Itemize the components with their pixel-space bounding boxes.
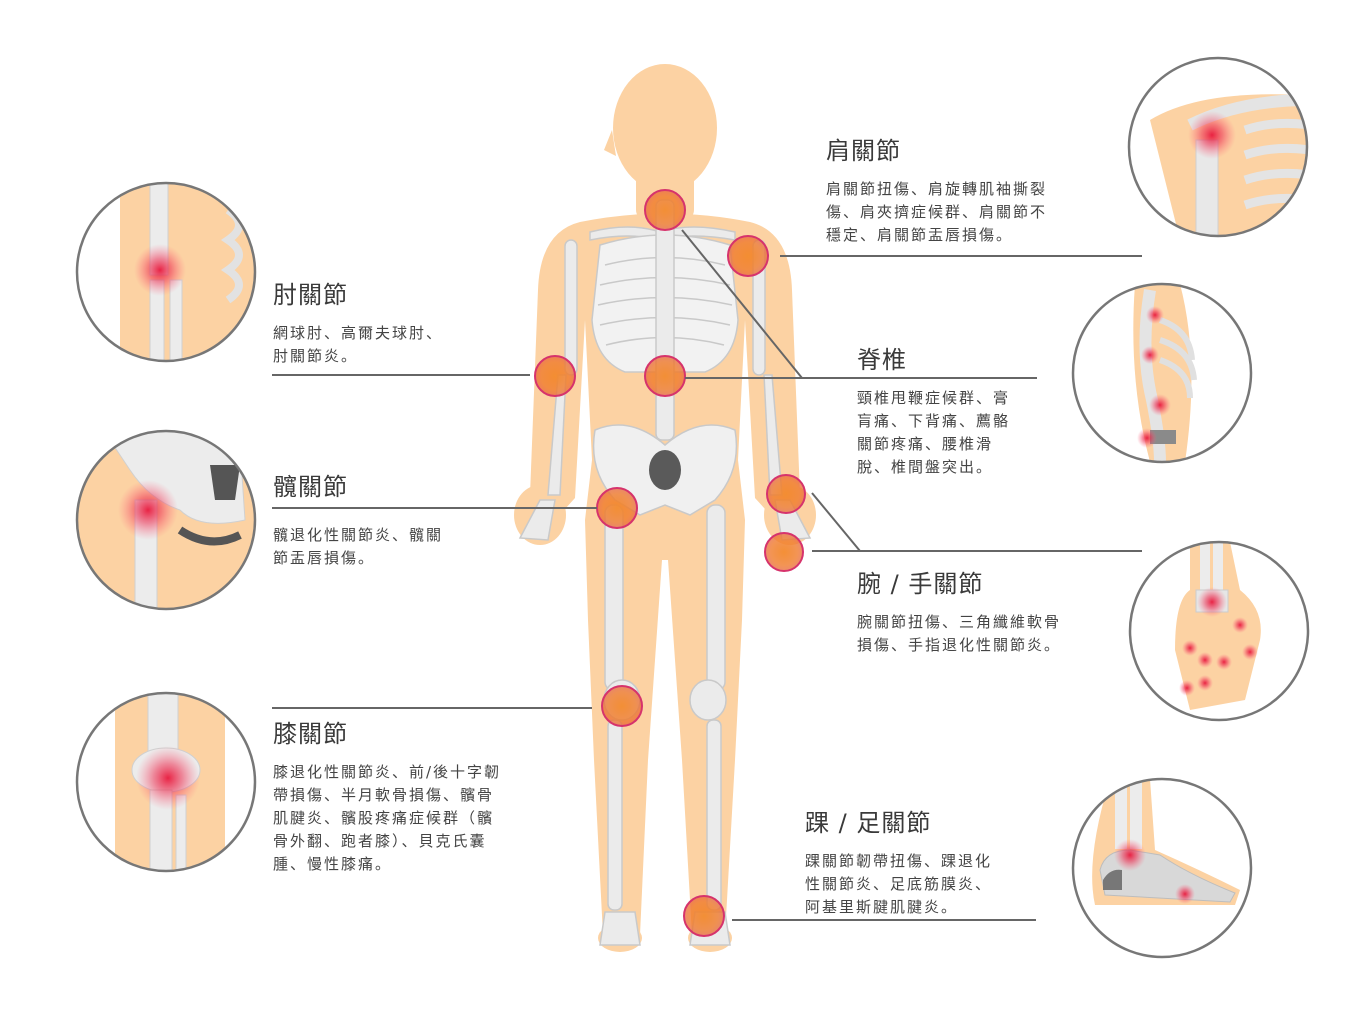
label-shoulder: 肩關節 肩關節扭傷、肩旋轉肌袖撕裂 傷、肩夾擠症候群、肩關節不 穩定、肩關節盂唇… — [826, 131, 1126, 247]
ankle-desc-line: 踝關節韌帶扭傷、踝退化 — [805, 852, 993, 870]
body-marker-neck — [644, 189, 686, 231]
elbow-desc: 網球肘、高爾夫球肘、 肘關節炎。 — [273, 322, 523, 368]
knee-title: 膝關節 — [273, 720, 348, 748]
elbow-desc-line: 肘關節炎。 — [273, 347, 359, 365]
knee-desc: 膝退化性關節炎、前/後十字韌 帶損傷、半月軟骨損傷、髕骨 肌腱炎、髕股疼痛症候群… — [273, 761, 563, 876]
label-elbow: 肘關節 網球肘、高爾夫球肘、 肘關節炎。 — [273, 275, 523, 368]
knee-desc-line: 骨外翻、跑者膝）、貝克氏囊 — [273, 832, 487, 850]
spine-desc-line: 肓痛、下背痛、薦骼 — [857, 412, 1011, 430]
label-wrist: 腕 / 手關節 腕關節扭傷、三角纖維軟骨 損傷、手指退化性關節炎。 — [857, 564, 1137, 657]
wrist-title: 腕 / 手關節 — [857, 570, 984, 598]
body-marker-hip — [596, 487, 638, 529]
body-marker-elbow — [534, 355, 576, 397]
detail-circle-wrist — [1128, 540, 1310, 722]
elbow-title: 肘關節 — [273, 281, 348, 309]
shoulder-desc-line: 肩關節扭傷、肩旋轉肌袖撕裂 — [826, 180, 1048, 198]
spine-desc: 頸椎甩鞭症候群、膏 肓痛、下背痛、薦骼 關節疼痛、腰椎滑 脫、椎間盤突出。 — [857, 387, 1057, 479]
detail-circle-shoulder — [1127, 56, 1309, 238]
detail-circle-ankle — [1071, 777, 1253, 959]
label-spine: 脊椎 頸椎甩鞭症候群、膏 肓痛、下背痛、薦骼 關節疼痛、腰椎滑 脫、椎間盤突出。 — [857, 340, 1057, 479]
elbow-desc-line: 網球肘、高爾夫球肘、 — [273, 324, 444, 342]
ankle-title: 踝 / 足關節 — [805, 809, 932, 837]
spine-title: 脊椎 — [857, 346, 907, 374]
detail-circle-hip — [75, 429, 257, 611]
body-marker-shoulder — [727, 235, 769, 277]
label-hip: 髖關節 髖退化性關節炎、髖關 節盂唇損傷。 — [273, 467, 513, 570]
leader-lines — [272, 229, 1142, 921]
leader-line-spine-neck — [681, 229, 803, 379]
hip-title: 髖關節 — [273, 473, 348, 501]
wrist-desc-line: 腕關節扭傷、三角纖維軟骨 — [857, 613, 1062, 631]
ankle-desc-line: 阿基里斯腱肌腱炎。 — [805, 898, 959, 916]
detail-circle-elbow — [75, 181, 257, 363]
leader-line-wrist-diag — [811, 492, 861, 552]
ankle-desc: 踝關節韌帶扭傷、踝退化 性關節炎、足底筋膜炎、 阿基里斯腱肌腱炎。 — [805, 850, 1065, 919]
body-marker-wrist — [766, 474, 806, 514]
knee-desc-line: 膝退化性關節炎、前/後十字韌 — [273, 763, 502, 781]
knee-desc-line: 腫、慢性膝痛。 — [273, 855, 393, 873]
ankle-desc-line: 性關節炎、足底筋膜炎、 — [805, 875, 993, 893]
spine-desc-line: 頸椎甩鞭症候群、膏 — [857, 389, 1011, 407]
label-ankle: 踝 / 足關節 踝關節韌帶扭傷、踝退化 性關節炎、足底筋膜炎、 阿基里斯腱肌腱炎… — [805, 803, 1065, 919]
detail-circle-knee — [75, 691, 257, 873]
shoulder-desc: 肩關節扭傷、肩旋轉肌袖撕裂 傷、肩夾擠症候群、肩關節不 穩定、肩關節盂唇損傷。 — [826, 178, 1126, 247]
hip-desc: 髖退化性關節炎、髖關 節盂唇損傷。 — [273, 524, 513, 570]
label-knee: 膝關節 膝退化性關節炎、前/後十字韌 帶損傷、半月軟骨損傷、髕骨 肌腱炎、髕股疼… — [273, 714, 563, 876]
human-body-figure — [514, 64, 816, 952]
hip-desc-line: 節盂唇損傷。 — [273, 549, 376, 567]
spine-desc-line: 脫、椎間盤突出。 — [857, 458, 994, 476]
body-marker-knee — [601, 685, 643, 727]
wrist-desc: 腕關節扭傷、三角纖維軟骨 損傷、手指退化性關節炎。 — [857, 611, 1137, 657]
body-marker-spine — [644, 355, 686, 397]
body-marker-ankle — [683, 895, 725, 937]
shoulder-desc-line: 傷、肩夾擠症候群、肩關節不 — [826, 203, 1048, 221]
body-marker-hand — [764, 532, 804, 572]
wrist-desc-line: 損傷、手指退化性關節炎。 — [857, 636, 1062, 654]
spine-desc-line: 關節疼痛、腰椎滑 — [857, 435, 994, 453]
knee-desc-line: 肌腱炎、髕股疼痛症候群（髕 — [273, 809, 495, 827]
hip-desc-line: 髖退化性關節炎、髖關 — [273, 526, 444, 544]
shoulder-title: 肩關節 — [826, 137, 901, 165]
knee-desc-line: 帶損傷、半月軟骨損傷、髕骨 — [273, 786, 495, 804]
shoulder-desc-line: 穩定、肩關節盂唇損傷。 — [826, 226, 1014, 244]
detail-circle-spine — [1071, 282, 1253, 464]
